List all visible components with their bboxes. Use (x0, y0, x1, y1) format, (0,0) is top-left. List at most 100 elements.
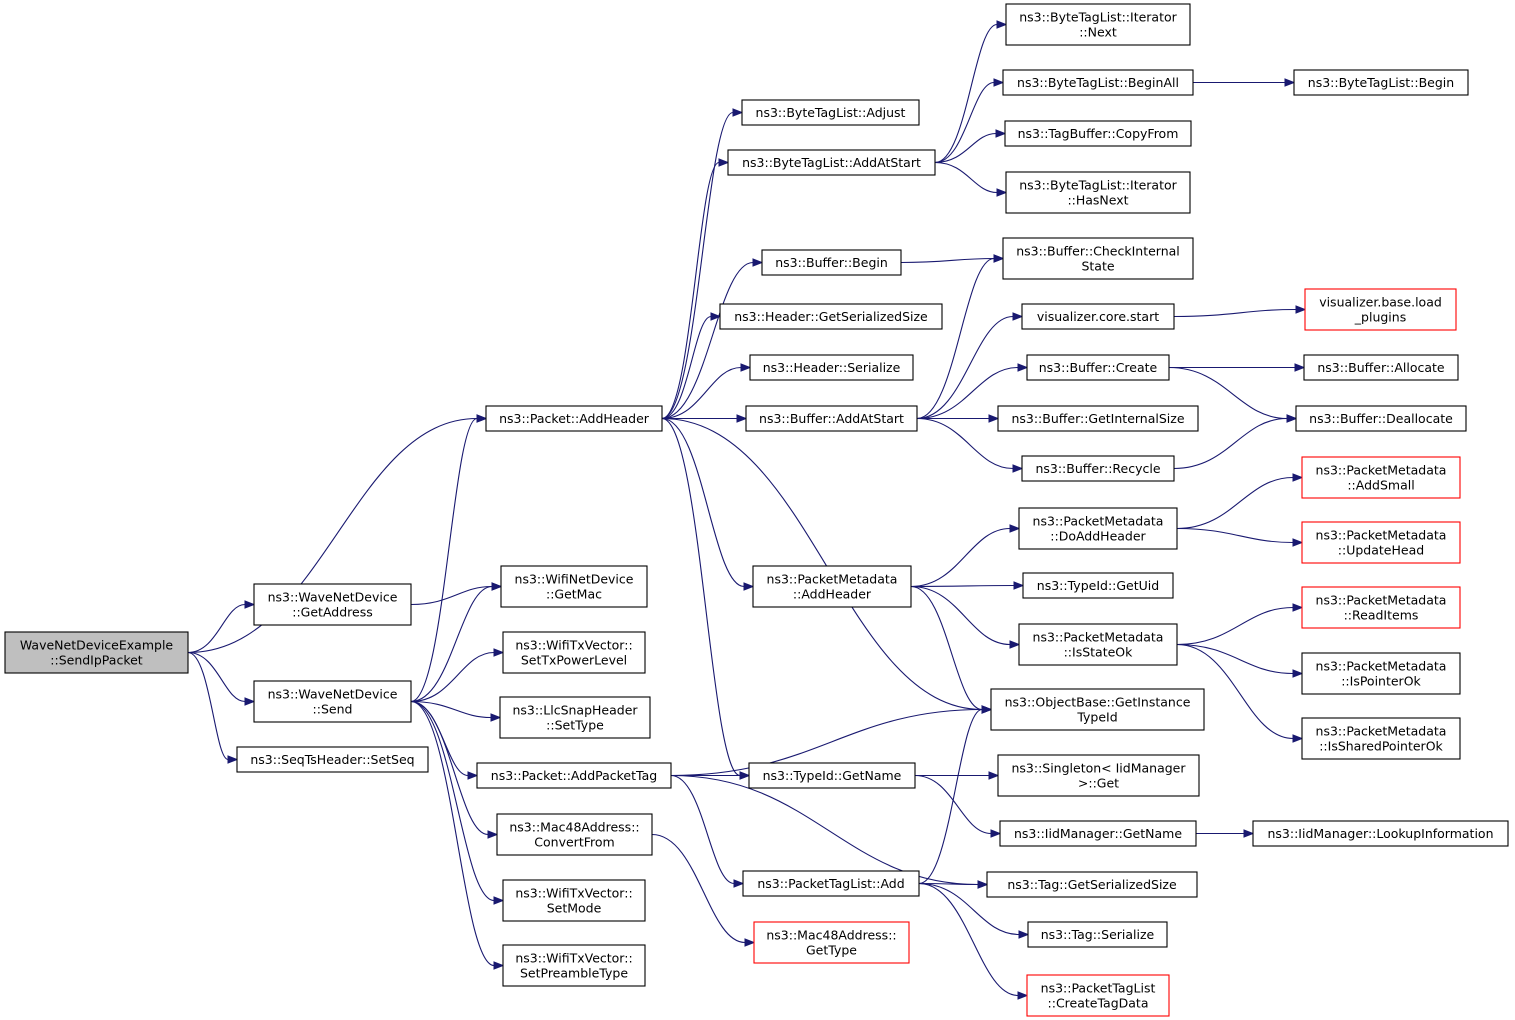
call-edge-iidGetName-to-iidLookup (1196, 829, 1255, 838)
edge-line (918, 882, 1019, 997)
function-node-ptlCreateTagData[interactable]: ns3::PacketTagList::CreateTagData (1026, 974, 1170, 1017)
edge-arrowhead (996, 188, 1008, 197)
node-box (1301, 586, 1461, 629)
edge-line (910, 585, 983, 711)
edge-line (187, 651, 229, 761)
node-label: ns3::ByteTagList::Adjust (756, 105, 906, 120)
edge-arrowhead (1295, 305, 1307, 314)
node-label: TypeId (1076, 710, 1117, 725)
node-label: ::SendIpPacket (50, 653, 143, 668)
function-node-vizStart[interactable]: visualizer.core.start (1021, 303, 1175, 330)
edge-line (916, 417, 1014, 470)
call-edge-getAddress-to-wifiGetMac (410, 582, 503, 606)
function-node-btlBegin[interactable]: ns3::ByteTagList::Begin (1293, 69, 1469, 96)
edge-arrowhead (990, 829, 1002, 838)
function-node-itNext[interactable]: ns3::ByteTagList::Iterator::Next (1005, 3, 1191, 46)
function-node-root[interactable]: WaveNetDeviceExample::SendIpPacket (4, 631, 189, 674)
edge-line (187, 651, 246, 703)
node-box (997, 754, 1200, 797)
function-node-pmDoAddHeader[interactable]: ns3::PacketMetadata::DoAddHeader (1018, 507, 1178, 550)
edge-arrowhead (718, 158, 730, 167)
node-box (500, 565, 648, 608)
node-label: ns3::PacketMetadata (1316, 659, 1447, 674)
function-node-btlAdjust[interactable]: ns3::ByteTagList::Adjust (741, 99, 920, 126)
function-node-itHasNext[interactable]: ns3::ByteTagList::Iterator::HasNext (1005, 171, 1191, 214)
node-label: ::DoAddHeader (1050, 529, 1146, 544)
edge-line (661, 261, 754, 420)
function-node-txSetMode[interactable]: ns3::WifiTxVector::SetMode (502, 879, 646, 922)
function-node-addHeader[interactable]: ns3::Packet::AddHeader (485, 405, 663, 432)
edge-line (910, 584, 1015, 588)
node-box (761, 249, 902, 276)
function-node-macConvertFrom[interactable]: ns3::Mac48Address::ConvertFrom (496, 813, 653, 856)
function-node-typeGetName[interactable]: ns3::TypeId::GetName (748, 762, 916, 789)
node-box (1005, 3, 1191, 46)
function-node-tagSerialize[interactable]: ns3::Tag::Serialize (1027, 921, 1168, 948)
function-node-iidLookup[interactable]: ns3::IidManager::LookupInformation (1252, 820, 1509, 847)
function-node-bufAddAtStart[interactable]: ns3::Buffer::AddAtStart (745, 405, 918, 432)
function-node-pmIsPointerOk[interactable]: ns3::PacketMetadata::IsPointerOk (1301, 652, 1461, 695)
function-node-txSetPreamble[interactable]: ns3::WifiTxVector::SetPreambleType (502, 944, 646, 987)
function-node-hdrGetSize[interactable]: ns3::Header::GetSerializedSize (719, 303, 943, 330)
call-edge-addHeader-to-btlAdjust (661, 108, 744, 420)
function-node-pmAddSmall[interactable]: ns3::PacketMetadata::AddSmall (1301, 456, 1461, 499)
function-node-bufRecycle[interactable]: ns3::Buffer::Recycle (1021, 455, 1175, 482)
function-node-getAddress[interactable]: ns3::WaveNetDevice::GetAddress (253, 583, 412, 626)
node-label: ns3::Buffer::GetInternalSize (1011, 411, 1184, 426)
function-node-llcSetType[interactable]: ns3::LlcSnapHeader::SetType (499, 696, 651, 739)
function-node-bufCreate[interactable]: ns3::Buffer::Create (1026, 354, 1170, 381)
node-label: ns3::Header::GetSerializedSize (734, 309, 928, 324)
function-node-pmUpdateHead[interactable]: ns3::PacketMetadata::UpdateHead (1301, 521, 1461, 564)
edge-arrowhead (981, 705, 993, 714)
node-label: ns3::ObjectBase::GetInstance (1005, 695, 1191, 710)
function-node-pmReadItems[interactable]: ns3::PacketMetadata::ReadItems (1301, 586, 1461, 629)
function-node-bufBegin[interactable]: ns3::Buffer::Begin (761, 249, 902, 276)
node-label: ::UpdateHead (1338, 543, 1424, 558)
function-node-iidGetName[interactable]: ns3::IidManager::GetName (999, 820, 1197, 847)
function-node-tbCopyFrom[interactable]: ns3::TagBuffer::CopyFrom (1004, 120, 1192, 147)
call-edge-bufAddAtStart-to-bufGetInternalSize (917, 414, 1000, 423)
edge-arrowhead (740, 363, 752, 372)
function-node-pmIsStateOk[interactable]: ns3::PacketMetadata::IsStateOk (1018, 623, 1178, 666)
node-label: ns3::WaveNetDevice (268, 687, 398, 702)
node-label: ns3::Tag::GetSerializedSize (1007, 877, 1177, 892)
function-node-btlAddAtStart[interactable]: ns3::ByteTagList::AddAtStart (727, 149, 936, 176)
edge-line (187, 603, 246, 654)
node-box (1018, 507, 1178, 550)
edge-arrowhead (1013, 581, 1025, 590)
call-edge-send-to-wifiGetMac (410, 582, 503, 703)
function-node-singletonGet[interactable]: ns3::Singleton< IidManager>::Get (997, 754, 1200, 797)
function-node-pmIsSharedPointerOk[interactable]: ns3::PacketMetadata::IsSharedPointerOk (1301, 717, 1461, 760)
edge-line (661, 417, 745, 588)
function-node-btlBeginAll[interactable]: ns3::ByteTagList::BeginAll (1002, 69, 1194, 96)
edge-arrowhead (710, 312, 722, 321)
function-node-bufGetInternalSize[interactable]: ns3::Buffer::GetInternalSize (997, 405, 1199, 432)
function-node-bufDeallocate[interactable]: ns3::Buffer::Deallocate (1295, 405, 1467, 432)
edge-line (410, 700, 495, 967)
function-node-hdrSerialize[interactable]: ns3::Header::Serialize (749, 354, 914, 381)
function-node-send[interactable]: ns3::WaveNetDevice::Send (253, 680, 412, 723)
function-node-ptlAdd[interactable]: ns3::PacketTagList::Add (742, 870, 920, 897)
node-label: ns3::PacketTagList (1041, 981, 1156, 996)
function-node-typeGetUid[interactable]: ns3::TypeId::GetUid (1022, 572, 1174, 599)
function-node-vizLoadPlugins[interactable]: visualizer.base.load_plugins (1304, 288, 1457, 331)
function-node-txSetPower[interactable]: ns3::WifiTxVector::SetTxPowerLevel (502, 631, 646, 674)
function-node-bufAllocate[interactable]: ns3::Buffer::Allocate (1303, 354, 1459, 381)
edge-arrowhead (988, 414, 1000, 423)
function-node-setSeq[interactable]: ns3::SeqTsHeader::SetSeq (236, 746, 429, 773)
function-node-tagGetSize[interactable]: ns3::Tag::GetSerializedSize (986, 871, 1198, 898)
node-box (1002, 237, 1194, 280)
function-node-wifiGetMac[interactable]: ns3::WifiNetDevice::GetMac (500, 565, 648, 608)
function-node-addPacketTag[interactable]: ns3::Packet::AddPacketTag (476, 762, 672, 789)
function-node-macGetType[interactable]: ns3::Mac48Address::GetType (753, 921, 910, 964)
node-label: ns3::Mac48Address:: (766, 928, 896, 943)
edge-arrowhead (744, 938, 756, 947)
edge-line (916, 257, 995, 420)
edge-line (910, 585, 1011, 646)
function-node-pmAddHeader[interactable]: ns3::PacketMetadata::AddHeader (752, 565, 912, 608)
node-label: ns3::PacketMetadata (1316, 593, 1447, 608)
call-edge-bufAddAtStart-to-bufCheckInternal (916, 254, 1005, 420)
